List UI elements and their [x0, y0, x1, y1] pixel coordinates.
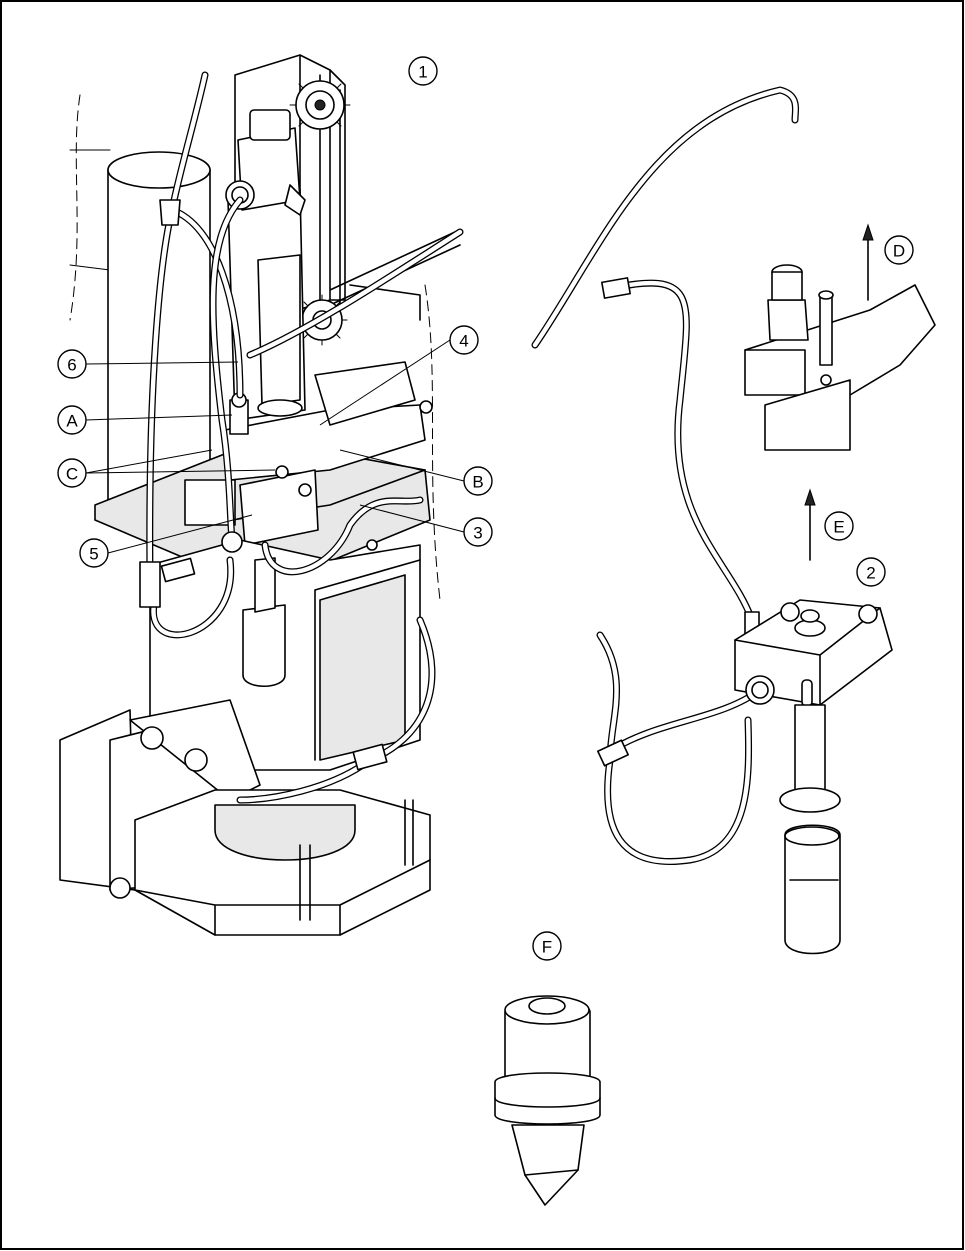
- drive-pulley: [290, 75, 350, 135]
- main-assembly-drawing: [60, 55, 460, 935]
- callout-2: 2: [857, 558, 885, 586]
- svg-text:A: A: [66, 412, 78, 431]
- svg-text:2: 2: [866, 564, 875, 583]
- svg-text:5: 5: [89, 545, 98, 564]
- callout-3: 3: [464, 518, 492, 546]
- svg-text:3: 3: [473, 524, 482, 543]
- callout-6: 6: [58, 350, 86, 378]
- svg-text:D: D: [893, 242, 905, 261]
- callout-a: A: [58, 406, 86, 434]
- callout-c: C: [58, 459, 86, 487]
- callout-b: B: [464, 467, 492, 495]
- svg-text:B: B: [472, 473, 483, 492]
- callout-d: D: [885, 236, 913, 264]
- svg-text:F: F: [542, 938, 552, 957]
- nozzle-detail: [495, 996, 600, 1205]
- callout-4: 4: [450, 326, 478, 354]
- valve-block-detail: [535, 90, 935, 954]
- svg-text:4: 4: [459, 332, 468, 351]
- callout-f: F: [533, 932, 561, 960]
- callout-5: 5: [80, 539, 108, 567]
- callout-e: E: [825, 512, 853, 540]
- svg-text:C: C: [66, 465, 78, 484]
- svg-text:6: 6: [67, 356, 76, 375]
- callout-1: 1: [409, 57, 437, 85]
- svg-text:1: 1: [418, 63, 427, 82]
- svg-text:E: E: [833, 518, 844, 537]
